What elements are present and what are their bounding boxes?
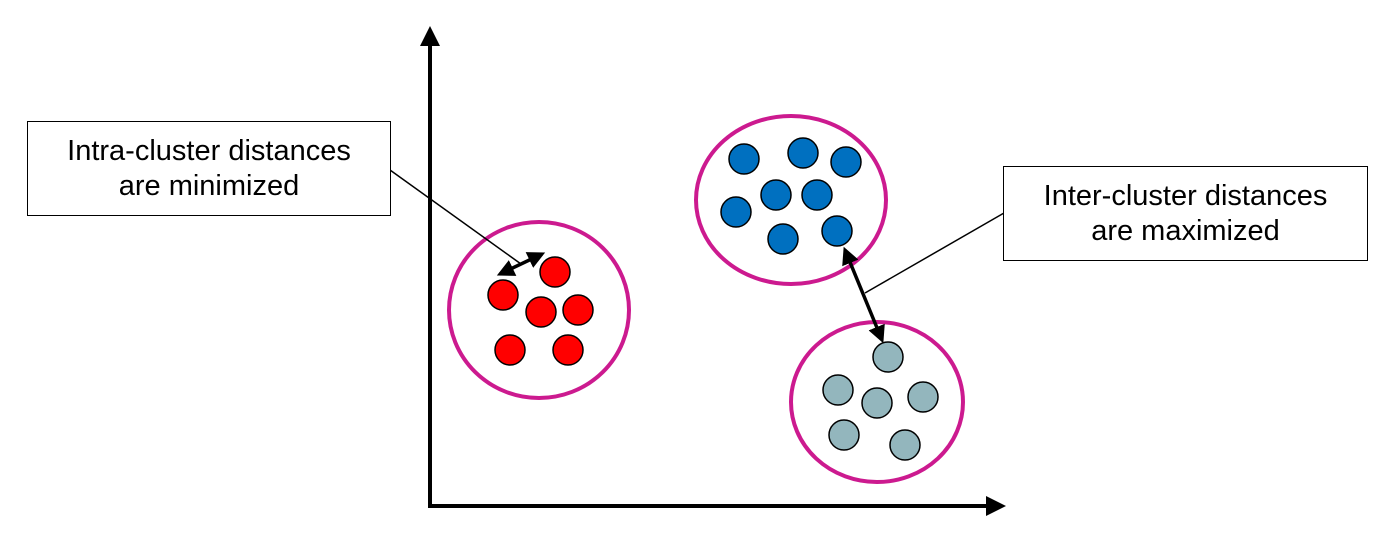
red-point (552, 334, 584, 366)
intra-cluster-label-box: Intra-cluster distances are minimized (27, 121, 391, 216)
red-point (539, 256, 571, 288)
intra-leader-line (389, 169, 522, 265)
inter-distance-arrow (842, 246, 885, 344)
cluster-red-boundary (447, 220, 631, 400)
red-point (487, 279, 519, 311)
blue-point (830, 146, 862, 178)
inter-cluster-label-box: Inter-cluster distances are maximized (1003, 166, 1368, 261)
cluster-red (447, 220, 631, 400)
axes (420, 26, 1006, 516)
blue-point (787, 137, 819, 169)
teal-point (828, 419, 860, 451)
blue-point (728, 143, 760, 175)
blue-point (720, 196, 752, 228)
teal-point (822, 374, 854, 406)
teal-point (872, 341, 904, 373)
teal-point (889, 429, 921, 461)
blue-point (821, 215, 853, 247)
red-point (562, 294, 594, 326)
red-point (494, 334, 526, 366)
blue-point (760, 179, 792, 211)
teal-point (861, 387, 893, 419)
inter-leader-line (864, 212, 1005, 294)
blue-point (767, 223, 799, 255)
inter-label-line-1: Inter-cluster distances (1043, 179, 1328, 212)
cluster-teal (789, 320, 965, 484)
teal-point (907, 381, 939, 413)
intra-label-line-2: are minimized (118, 169, 300, 202)
red-point (525, 296, 557, 328)
cluster-blue-boundary (694, 114, 888, 286)
blue-point (801, 179, 833, 211)
intra-label-line-1: Intra-cluster distances (67, 134, 351, 167)
inter-label-line-2: are maximized (1091, 214, 1280, 247)
cluster-blue (694, 114, 888, 286)
